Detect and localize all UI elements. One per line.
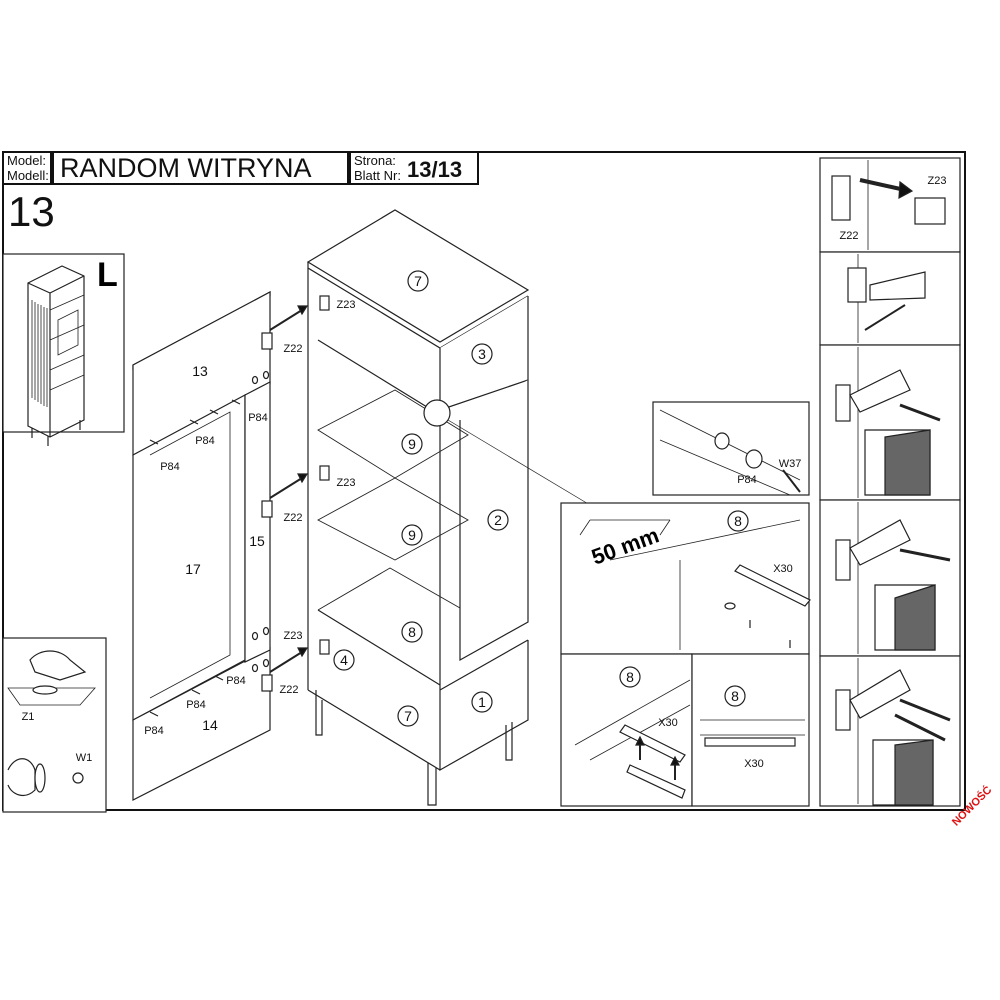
step-number: 13 [8,188,55,235]
header-page-box: Strona: Blatt Nr: 13/13 [349,151,479,185]
part-7-top-label: 7 [414,273,422,289]
drawing-frame [2,151,966,811]
fitting-z22-2: Z22 [284,512,303,524]
model-name: RANDOM WITRYNA [60,153,312,183]
part-7-bottom-label: 7 [404,708,412,724]
hinge-arrows: Z23 Z22 Z23 Z22 Z23 Z22 [261,295,356,696]
fitting-z22-detail: Z22 [840,230,859,242]
fitting-z22-3: Z22 [280,684,299,696]
part-4-label: 4 [340,652,348,668]
fitting-z1: Z1 [22,711,35,723]
page-label-1: Strona: [354,153,396,168]
preview-panel: L [2,253,125,446]
part-1-label: 1 [478,694,486,710]
part-8-label: 8 [408,624,416,640]
detail-w37: W37 P84 [652,401,810,496]
fitting-p84-4: P84 [226,675,246,687]
fitting-p84-3: P84 [160,461,180,473]
part-9a-label: 9 [408,436,416,452]
fitting-z23-2: Z23 [337,477,356,489]
door-assembly: 13 17 15 14 P84 P84 P84 P84 P84 P84 [132,291,271,801]
detail-x30-bottom: 8 X30 8 X30 [560,653,810,807]
fitting-z23-1: Z23 [337,299,356,311]
detail-shelf-support: 50 mm 8 X30 [560,502,811,655]
model-label-2: Modell: [7,168,49,183]
fitting-w37: W37 [779,458,802,470]
side-marker: L [97,256,118,294]
fitting-x30-3: X30 [744,758,764,770]
tool-panel: Z1 W1 [2,637,107,813]
part-14-label: 14 [202,717,218,733]
part-8-detail-1: 8 [734,513,742,529]
hinge-detail-column: Z23 Z22 [819,157,961,807]
fitting-p84-2: P84 [195,435,215,447]
page-label-2: Blatt Nr: [354,168,401,183]
fitting-p84-detail: P84 [737,474,757,486]
page-number: 13/13 [407,157,463,182]
fitting-p84-5: P84 [186,699,206,711]
fitting-p84-1: P84 [248,412,268,424]
fitting-p84-6: P84 [144,725,164,737]
part-13-label: 13 [192,363,208,379]
fitting-x30-2: X30 [658,717,678,729]
part-9b-label: 9 [408,527,416,543]
fitting-x30-1: X30 [773,563,793,575]
fitting-z22-1: Z22 [284,343,303,355]
part-8-detail-3: 8 [731,688,739,704]
part-2-label: 2 [494,512,502,528]
part-15-label: 15 [249,533,265,549]
part-3-label: 3 [478,346,486,362]
model-label-1: Model: [7,153,47,168]
fitting-w1: W1 [76,752,93,764]
part-17-label: 17 [185,561,201,577]
fitting-z23-detail: Z23 [928,175,947,187]
cabinet-body: 7 3 9 2 9 8 4 1 7 [306,209,591,806]
fitting-z23-3: Z23 [284,630,303,642]
part-8-detail-2: 8 [626,669,634,685]
